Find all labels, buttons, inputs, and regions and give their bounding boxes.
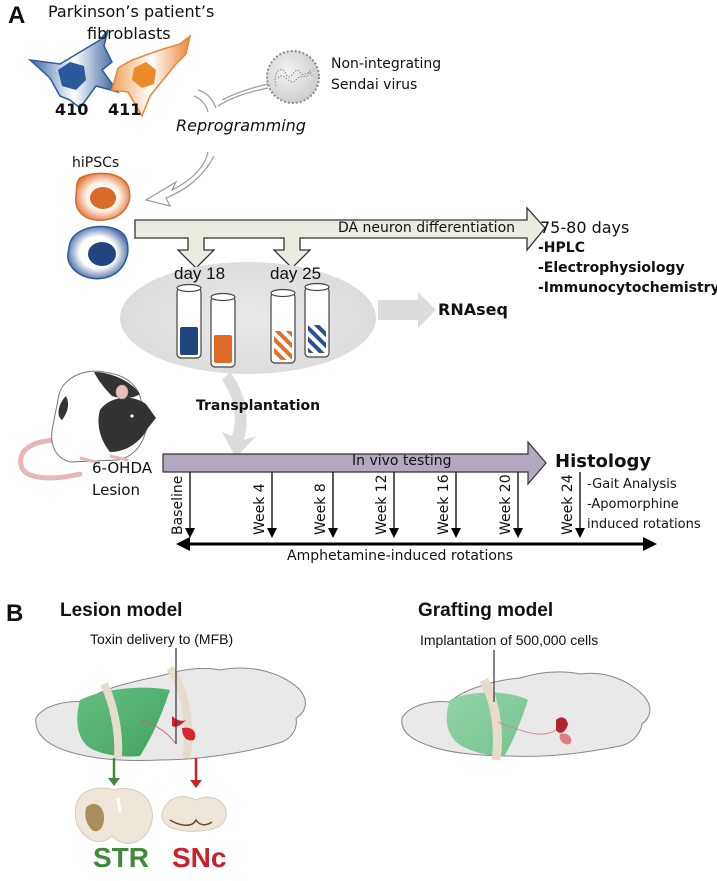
fibroblasts-title-line2: fibroblasts — [87, 24, 171, 43]
panel-b-letter: B — [6, 600, 24, 627]
in-vivo-timeline-arrow — [162, 440, 547, 486]
grafting-annotation: Implantation of 500,000 cells — [420, 632, 599, 648]
cell-line-410-label: 410 — [55, 100, 89, 119]
differentiation-label: DA neuron differentiation — [338, 220, 516, 236]
timepoint-arrowhead — [575, 528, 585, 538]
timepoint-arrowhead — [267, 528, 277, 538]
amphetamine-label: Amphetamine-induced rotations — [287, 548, 514, 564]
str-arrowhead — [108, 778, 120, 786]
assay-electrophysiology: -Electrophysiology — [538, 260, 685, 276]
fibroblast-411-icon — [111, 34, 192, 118]
timepoint-label: Week 16 — [436, 474, 452, 535]
assay-hplc: -HPLC — [538, 240, 585, 256]
timepoint-label: Week 8 — [313, 483, 329, 535]
tube-day18-blue — [176, 283, 202, 359]
endpoint-days-label: 75-80 days — [540, 218, 630, 237]
timepoint-arrowhead — [451, 528, 461, 538]
str-brain-section-image — [74, 787, 153, 844]
lesion-label-line2: Lesion — [92, 481, 140, 499]
hipscs-label: hiPSCs — [72, 155, 120, 171]
reprogramming-label: Reprogramming — [176, 116, 306, 135]
grafting-model-title: Grafting model — [418, 600, 554, 621]
timepoint-label: Week 20 — [498, 474, 514, 535]
virus-label-line2: Sendai virus — [331, 77, 418, 93]
transplantation-arrow — [222, 372, 256, 458]
rnaseq-arrow — [378, 292, 436, 328]
rnaseq-sample-ellipse — [120, 262, 376, 374]
lesion-label-line1: 6-OHDA — [92, 459, 153, 477]
timepoint-arrowhead — [328, 528, 338, 538]
tube-day18-orange — [210, 292, 236, 368]
amphetamine-rotations-arrow — [176, 537, 657, 551]
tube-day25-orange-striped — [270, 288, 296, 364]
timepoint-label: Week 12 — [374, 474, 390, 535]
fibroblasts-title-line1: Parkinson’s patient’s — [48, 2, 215, 21]
snc-brain-section-image — [161, 796, 227, 832]
rnaseq-label: RNAseq — [438, 300, 508, 319]
timepoint-label: Baseline — [170, 475, 186, 535]
snc-label: SNc — [172, 842, 227, 873]
sendai-virus-icon — [266, 50, 320, 104]
cell-line-411-label: 411 — [108, 100, 142, 119]
rat-icon — [18, 370, 156, 481]
fibroblast-410-icon — [27, 29, 120, 110]
virus-label-line1: Non-integrating — [331, 56, 442, 72]
str-label: STR — [93, 842, 149, 873]
panel-a-letter: A — [8, 2, 26, 29]
timepoint-arrowhead — [513, 528, 523, 538]
timepoint-arrows — [185, 472, 585, 538]
lesion-model-brain-illustration — [35, 648, 306, 762]
histology-induced-rotations: induced rotations — [587, 517, 701, 532]
timepoint-label: Week 24 — [560, 474, 576, 535]
timepoint-arrowhead — [389, 528, 399, 538]
hipsc-blue-cell-icon — [67, 225, 129, 280]
snc-arrowhead — [190, 780, 202, 788]
reprogramming-arrows — [144, 83, 269, 207]
transplantation-label: Transplantation — [196, 398, 321, 414]
histology-label: Histology — [555, 451, 652, 472]
lesion-annotation: Toxin delivery to (MFB) — [90, 631, 234, 647]
timepoint-label: Week 4 — [252, 483, 268, 535]
histology-gait-analysis: -Gait Analysis — [587, 477, 677, 492]
in-vivo-testing-label: In vivo testing — [352, 453, 452, 469]
timepoint-arrowhead — [185, 528, 195, 538]
histology-apomorphine: -Apomorphine — [587, 497, 679, 512]
differentiation-arrow — [134, 206, 546, 269]
day-25-label: day 25 — [270, 264, 322, 283]
assay-immunocytochemistry: -Immunocytochemistry — [538, 280, 717, 296]
day-18-label: day 18 — [174, 264, 226, 283]
hipsc-orange-cell-icon — [75, 172, 131, 221]
lesion-model-title: Lesion model — [60, 600, 183, 621]
tube-day25-blue-striped — [304, 282, 330, 358]
grafting-model-brain-illustration — [401, 650, 651, 761]
